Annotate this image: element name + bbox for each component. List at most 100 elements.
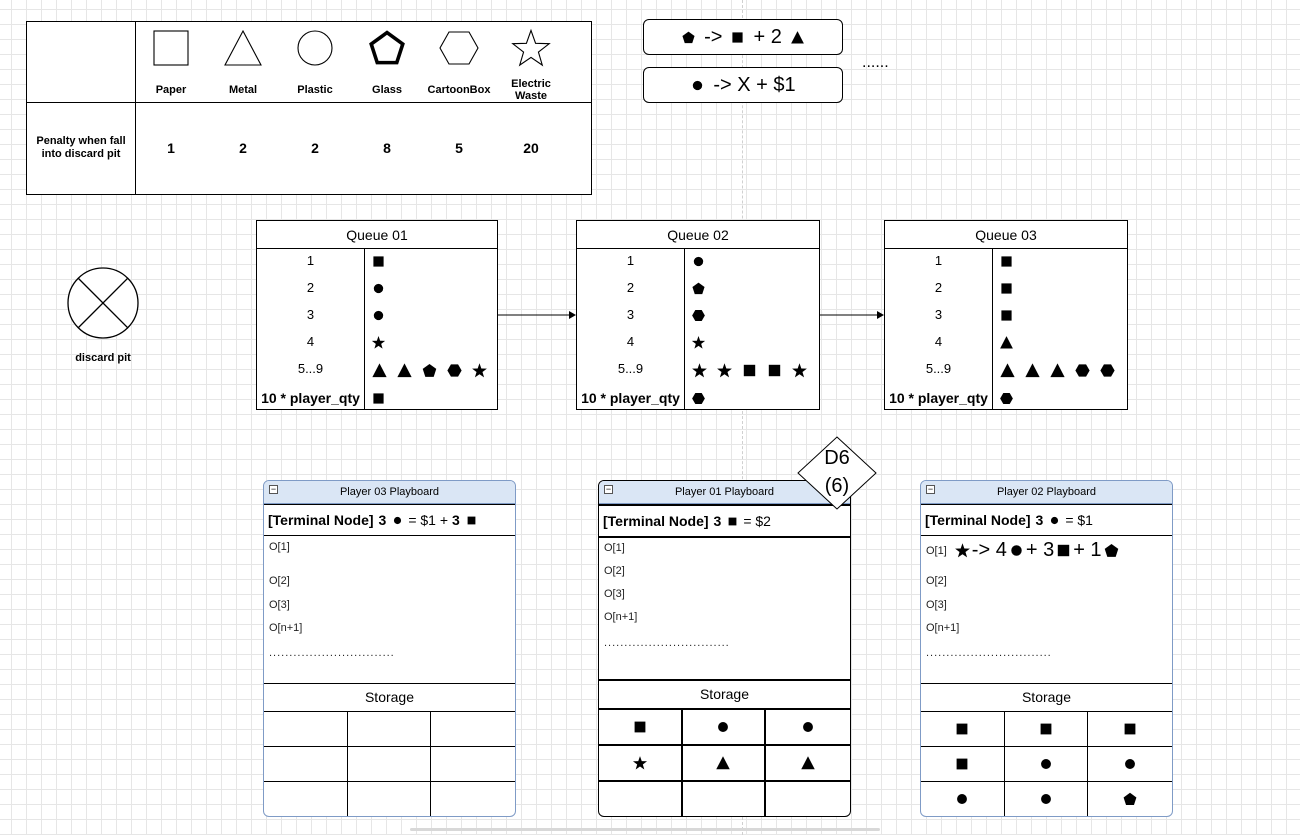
operation-slot: O[1]-> 4+ 3+ 1 [926,539,1121,562]
operation-label: O[3] [269,599,290,611]
more-operations-dots: ............................... [604,637,730,649]
star-icon [371,336,386,349]
square-icon [956,758,968,770]
penalty-value: 8 [383,140,391,156]
pentagon-icon [422,363,437,377]
storage-slot [264,747,348,782]
storage-slot [431,712,515,747]
storage-slot [431,747,515,782]
queue-row: 1 [577,249,819,276]
circle-icon [1125,759,1136,769]
storage-slot [431,782,515,816]
storage-slot [921,782,1005,816]
square-icon [373,393,384,404]
operation-slot: O[1] [269,541,290,553]
token-text: + 3 [1025,539,1055,561]
terminal-node-label: [Terminal Node] [268,512,374,528]
queue-row: 10 * player_qty [885,384,1127,411]
legend-glass: Glass [351,22,423,102]
conversion-rule-plastic: -> X + $1 [643,67,843,103]
diamond-icon [797,436,877,510]
circle-icon [1051,516,1059,524]
operation-label: O[1] [604,542,625,554]
square-icon [1057,544,1070,557]
storage-slot [1004,747,1089,782]
pentagon-icon [1104,543,1118,557]
triangle-icon [790,30,804,43]
queue-position: 5...9 [925,361,952,376]
discard-pit-icon [67,267,139,339]
operation-slot: O[2] [926,575,947,587]
storage-slot [348,782,432,816]
d6-dice: D6 (6) [797,436,877,510]
storage-slot [599,782,683,816]
queue-position: 10 * player_qty [889,390,988,406]
storage-slot [766,710,850,746]
queue-position: 4 [934,334,943,349]
storage-slot [921,747,1005,782]
storage-slot [1005,782,1089,816]
horizontal-scrollbar[interactable] [410,828,880,831]
square-icon [467,516,476,524]
player-01-playboard: −Player 01 Playboard[Terminal Node]3= $2… [598,480,851,817]
queue-row: 4 [885,330,1127,357]
terminal-node-label: [Terminal Node] [925,512,1031,528]
operation-label: O[2] [926,575,947,587]
operation-label: O[n+1] [926,622,960,634]
operation-label: O[n+1] [604,611,638,623]
storage-area: Storage [599,679,850,816]
star-icon [954,543,970,558]
discard-pit-label: discard pit [75,352,131,364]
token-text: = $2 [743,513,771,529]
queue-position: 1 [626,253,635,268]
queue2-to-queue3-arrow-icon [819,311,884,319]
storage-area: Storage [921,683,1172,816]
collapse-icon[interactable]: − [269,484,278,494]
operation-slot: O[3] [269,599,290,611]
token-text: -> [704,25,723,48]
triangle-icon [224,29,262,66]
queue-position: 1 [306,253,315,268]
triangle-icon [1025,363,1040,378]
queue-position: 10 * player_qty [261,390,360,406]
token-count: 3 [713,513,722,529]
triangle-icon [801,756,815,770]
circle-icon [1041,759,1051,769]
triangle-icon [1000,363,1015,378]
token-text: = $1 [1065,512,1093,528]
star-icon [717,363,732,378]
penalty-row-label: Penalty when fall into discard pit [36,135,126,160]
queue-position: 2 [934,280,943,295]
storage-slot [682,710,767,746]
queue-position: 3 [626,307,635,322]
queue-title: Queue 01 [257,221,497,249]
playboard-header: −Player 01 Playboard [599,481,850,504]
square-icon [1001,256,1012,267]
token-count: 3 [452,512,460,528]
operation-label: O[2] [269,575,290,587]
square-icon [1040,723,1052,735]
material-label: CartoonBox [427,84,491,96]
operation-label: O[2] [604,565,625,577]
circle-icon [803,722,814,732]
storage-slot [599,710,683,746]
penalty-value: 1 [167,140,175,156]
circle-icon [297,30,333,66]
queue-row: 3 [577,303,819,330]
square-icon [1001,283,1012,294]
triangle-icon [372,363,387,378]
collapse-icon[interactable]: − [926,484,935,494]
storage-slot [1004,712,1089,747]
collapse-icon[interactable]: − [604,484,613,494]
storage-title: Storage [264,683,515,712]
square-icon [732,31,744,43]
material-legend-table: Penalty when fall into discard pit Paper… [26,21,592,195]
operation-label: O[1] [926,544,947,557]
storage-slot [264,782,348,816]
hexagon-icon [439,31,479,65]
square-icon [768,364,781,377]
triangle-icon [1050,363,1065,378]
pentagon-icon [692,282,705,295]
